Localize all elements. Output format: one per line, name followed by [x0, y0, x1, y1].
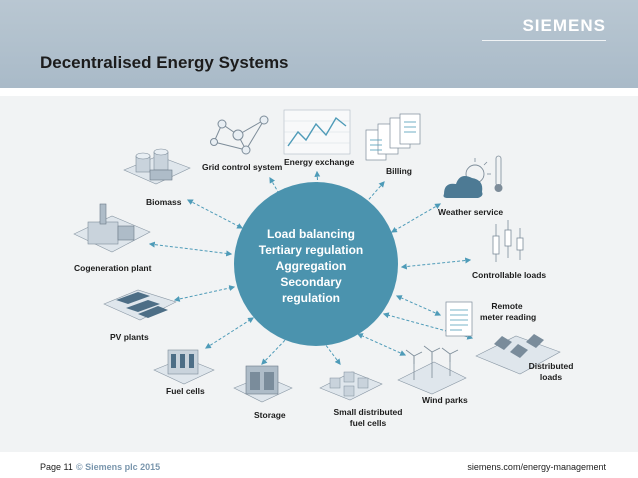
arrow-wind: [356, 333, 407, 356]
label-distributed-loads: Distributed loads: [524, 361, 578, 383]
label-distributed-loads-line-2: loads: [539, 372, 563, 382]
hub-line-3: Aggregation: [275, 259, 347, 273]
label-billing: Billing: [386, 166, 412, 176]
arrow-pv: [173, 285, 236, 302]
hub-line-2: Tertiary regulation: [258, 243, 364, 257]
label-remote-meter-line-2: meter reading: [480, 312, 537, 322]
hub-text: Load balancing Tertiary regulation Aggre…: [236, 226, 386, 306]
line-chart-icon: [283, 109, 351, 155]
label-energy-exchange: Energy exchange: [284, 157, 355, 167]
weather-cloud-icon: [443, 155, 503, 198]
fuel-cells-icon: [153, 349, 215, 385]
header-band: [0, 0, 638, 88]
label-cogeneration: Cogeneration plant: [74, 263, 152, 273]
hub-line-4: Secondary: [280, 275, 342, 289]
label-weather: Weather service: [438, 207, 504, 217]
label-remote-meter: Remote meter reading: [480, 301, 537, 323]
label-pv-plants: PV plants: [110, 332, 149, 342]
website-link[interactable]: siemens.com/energy-management: [467, 462, 606, 472]
hub-line-1: Load balancing: [266, 227, 355, 241]
page-title: Decentralised Energy Systems: [40, 53, 289, 72]
solar-panels-icon: [103, 289, 177, 321]
central-hub: [234, 182, 398, 346]
energy-diagram: [73, 109, 561, 403]
label-grid-control: Grid control system: [202, 162, 283, 172]
arrow-cogeneration: [148, 241, 233, 257]
biomass-plant-icon: [123, 148, 191, 185]
distributed-houses-icon: [475, 334, 561, 375]
arrow-fuel-cells: [204, 317, 255, 349]
arrow-energy-exchange: [314, 170, 321, 190]
hub-line-5: regulation: [281, 291, 340, 305]
arrow-storage: [261, 333, 292, 365]
arrow-biomass: [186, 199, 244, 229]
arrow-controllable: [400, 257, 472, 270]
arrow-weather: [390, 203, 442, 233]
label-small-fuel-cells-line-1: Small distributed: [333, 407, 403, 417]
label-storage: Storage: [254, 410, 286, 420]
invoice-documents-icon: [365, 113, 421, 161]
label-distributed-loads-line-1: Distributed: [528, 361, 574, 371]
arrow-remote-meter: [395, 295, 442, 316]
label-wind-parks: Wind parks: [422, 395, 468, 405]
label-biomass: Biomass: [146, 197, 182, 207]
page-number: Page 11: [40, 462, 73, 472]
siemens-logo: SIEMENS: [522, 16, 606, 35]
label-small-fuel-cells-line-2: fuel cells: [349, 418, 387, 428]
battery-storage-icon: [233, 365, 293, 403]
label-small-fuel-cells: Small distributed fuel cells: [328, 407, 408, 429]
label-controllable-loads: Controllable loads: [472, 270, 547, 280]
wind-turbines-icon: [397, 345, 467, 395]
meter-reading-document-icon: [445, 301, 473, 337]
copyright-notice: © Siemens plc 2015: [76, 462, 161, 472]
network-icon: [210, 115, 269, 155]
cogeneration-plant-icon: [73, 203, 151, 253]
logo-divider: [482, 40, 606, 41]
small-fuel-cells-icon: [319, 371, 383, 401]
candlestick-chart-icon: [492, 220, 524, 262]
label-fuel-cells: Fuel cells: [166, 386, 205, 396]
label-remote-meter-line-1: Remote: [491, 301, 523, 311]
